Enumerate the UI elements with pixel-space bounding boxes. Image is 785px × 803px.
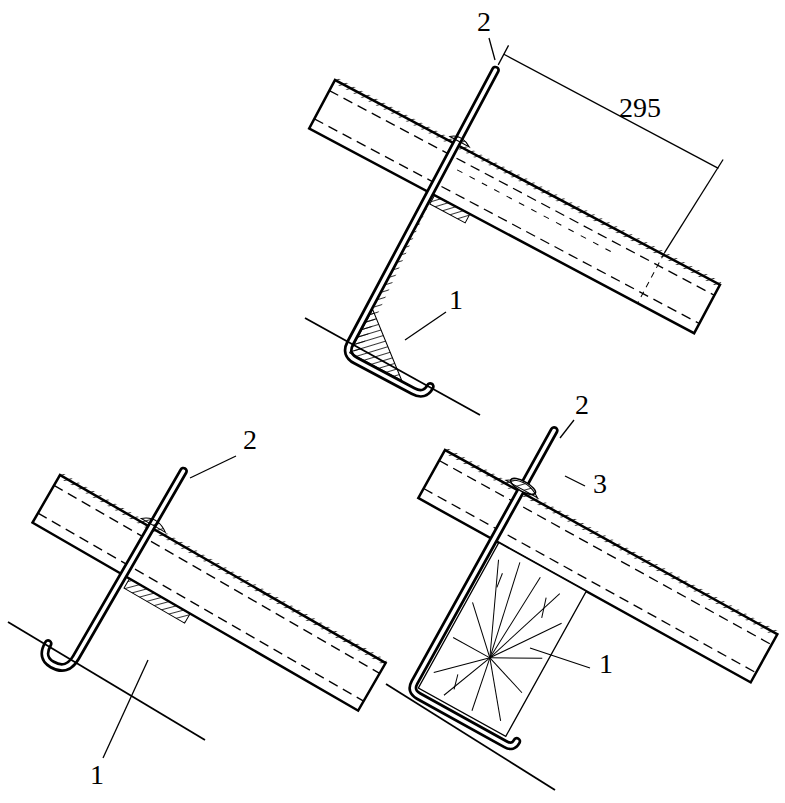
top-assembly xyxy=(223,0,772,495)
callout-number: 2 xyxy=(573,391,591,419)
callout-number: 2 xyxy=(241,426,259,454)
callout-number: 3 xyxy=(591,470,609,498)
left-assembly xyxy=(0,419,418,803)
callout-number: 2 xyxy=(475,8,493,36)
callout-number: 1 xyxy=(447,286,465,314)
filler xyxy=(426,552,577,728)
right-assembly xyxy=(334,389,785,803)
callout-number: 1 xyxy=(597,650,615,678)
dimension-text: 295 xyxy=(617,94,663,122)
callout-number: 1 xyxy=(88,761,106,789)
